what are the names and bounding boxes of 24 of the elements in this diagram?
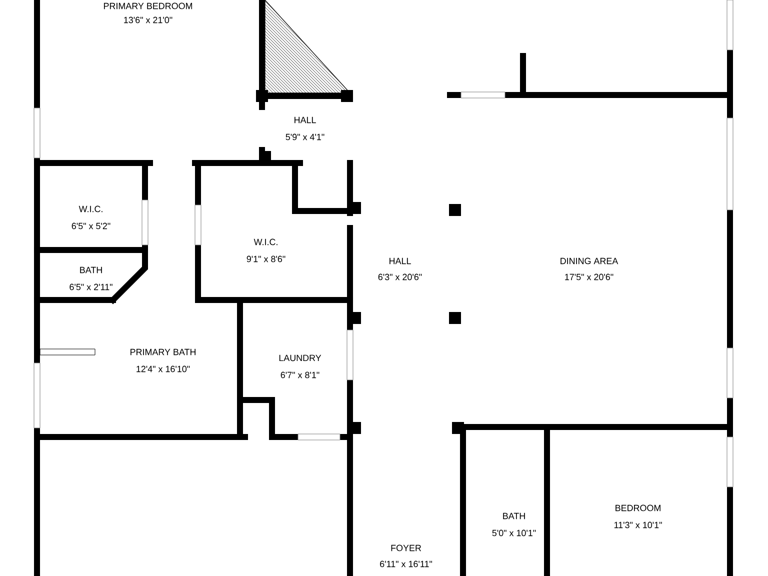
room-name: BEDROOM (616, 504, 660, 512)
room-dimensions: 6'3" x 20'6" (378, 274, 422, 280)
room-name: BATH (80, 266, 102, 274)
room-name: W.I.C. (78, 206, 102, 212)
room-name: PRIMARY BEDROOM (104, 2, 192, 10)
room-name: DINING AREA (560, 258, 618, 264)
room-dimensions: 13'6" x 21'0" (124, 16, 172, 24)
room-name: FOYER (391, 544, 422, 552)
room-dimensions: 6'5" x 2'11" (70, 284, 112, 290)
room-dimensions: 12'4" x 16'10" (136, 366, 190, 372)
room-name: HALL (390, 258, 411, 264)
room-name: BATH (503, 512, 525, 520)
room-dimensions: 6'11" x 16'11" (380, 560, 432, 568)
room-dimensions: 6'5" x 5'2" (72, 222, 110, 230)
room-dimensions: 9'1" x 8'6" (246, 256, 286, 262)
room-name: PRIMARY BATH (130, 348, 196, 356)
room-name: HALL (294, 116, 316, 124)
room-name: LAUNDRY (279, 354, 322, 362)
room-dimensions: 17'5" x 20'6" (565, 274, 614, 280)
room-dimensions: 5'9" x 4'1" (286, 134, 324, 140)
room-dimensions: 5'0" x 10'1" (492, 530, 536, 536)
room-dimensions: 11'3" x 10'1" (614, 522, 662, 528)
room-name: W.I.C. (254, 238, 278, 246)
room-dimensions: 6'7" x 8'1" (280, 372, 320, 378)
